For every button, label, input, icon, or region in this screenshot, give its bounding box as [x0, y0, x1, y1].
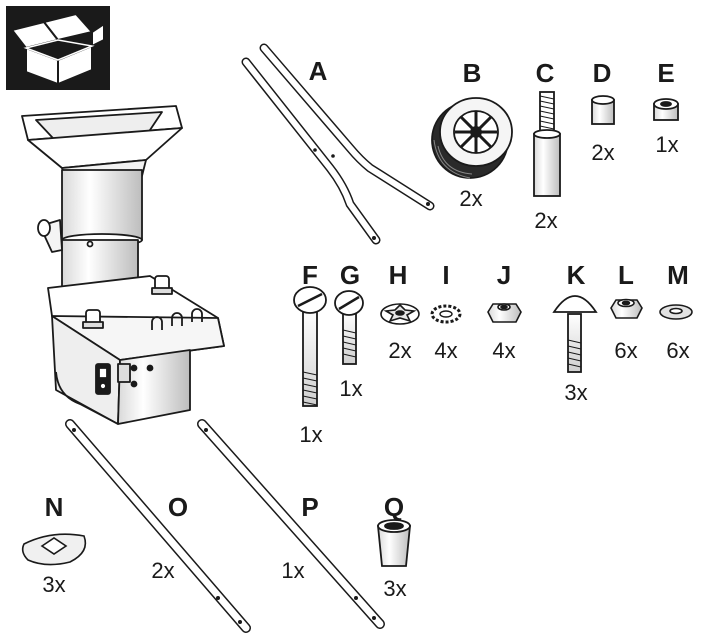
garden-shredder-illustration [21, 105, 225, 425]
part-n-saddle-washer [21, 533, 87, 566]
qty-f: 1x [299, 422, 323, 447]
qty-g: 1x [339, 376, 363, 401]
open-box-icon [6, 6, 110, 90]
part-c-axle [533, 91, 561, 197]
label-j: J [496, 260, 512, 290]
qty-c: 2x [534, 208, 558, 233]
part-b-wheel [431, 97, 513, 179]
qty-j: 4x [492, 338, 516, 363]
part-e-bushing [653, 98, 679, 121]
part-m-flat-washer [659, 304, 693, 320]
part-p-tube [197, 419, 385, 629]
label-q: Q [383, 492, 405, 522]
label-n: N [44, 492, 64, 522]
label-g: G [339, 260, 361, 290]
qty-p: 1x [281, 558, 305, 583]
label-m: M [667, 260, 689, 290]
qty-o: 2x [151, 558, 175, 583]
part-h-star-washer [380, 303, 420, 325]
label-h: H [388, 260, 408, 290]
qty-d: 2x [591, 140, 615, 165]
qty-k: 3x [564, 380, 588, 405]
qty-n: 3x [42, 572, 66, 597]
part-f-long-screw [293, 286, 327, 407]
label-b: B [462, 58, 482, 88]
label-f: F [302, 260, 318, 290]
label-k: K [566, 260, 586, 290]
part-j-nut [487, 303, 522, 323]
qty-e: 1x [655, 132, 679, 157]
qty-h: 2x [388, 338, 412, 363]
label-d: D [592, 58, 612, 88]
part-i-lock-washer [430, 304, 462, 324]
label-i: I [442, 260, 450, 290]
part-a-handle-bars [241, 43, 435, 245]
part-o-tube [65, 419, 251, 633]
label-p: P [301, 492, 319, 522]
label-a: A [308, 56, 328, 86]
qty-m: 6x [666, 338, 690, 363]
part-q-end-cap [377, 519, 411, 567]
label-c: C [535, 58, 555, 88]
part-l-lock-nut [610, 298, 643, 319]
part-g-short-screw [334, 290, 364, 365]
part-k-carriage-bolt [552, 295, 598, 373]
qty-b: 2x [459, 186, 483, 211]
qty-l: 6x [614, 338, 638, 363]
qty-q: 3x [383, 576, 407, 601]
part-d-spacer [591, 95, 615, 125]
qty-i: 4x [434, 338, 458, 363]
label-l: L [618, 260, 634, 290]
label-e: E [657, 58, 675, 88]
label-o: O [167, 492, 189, 522]
